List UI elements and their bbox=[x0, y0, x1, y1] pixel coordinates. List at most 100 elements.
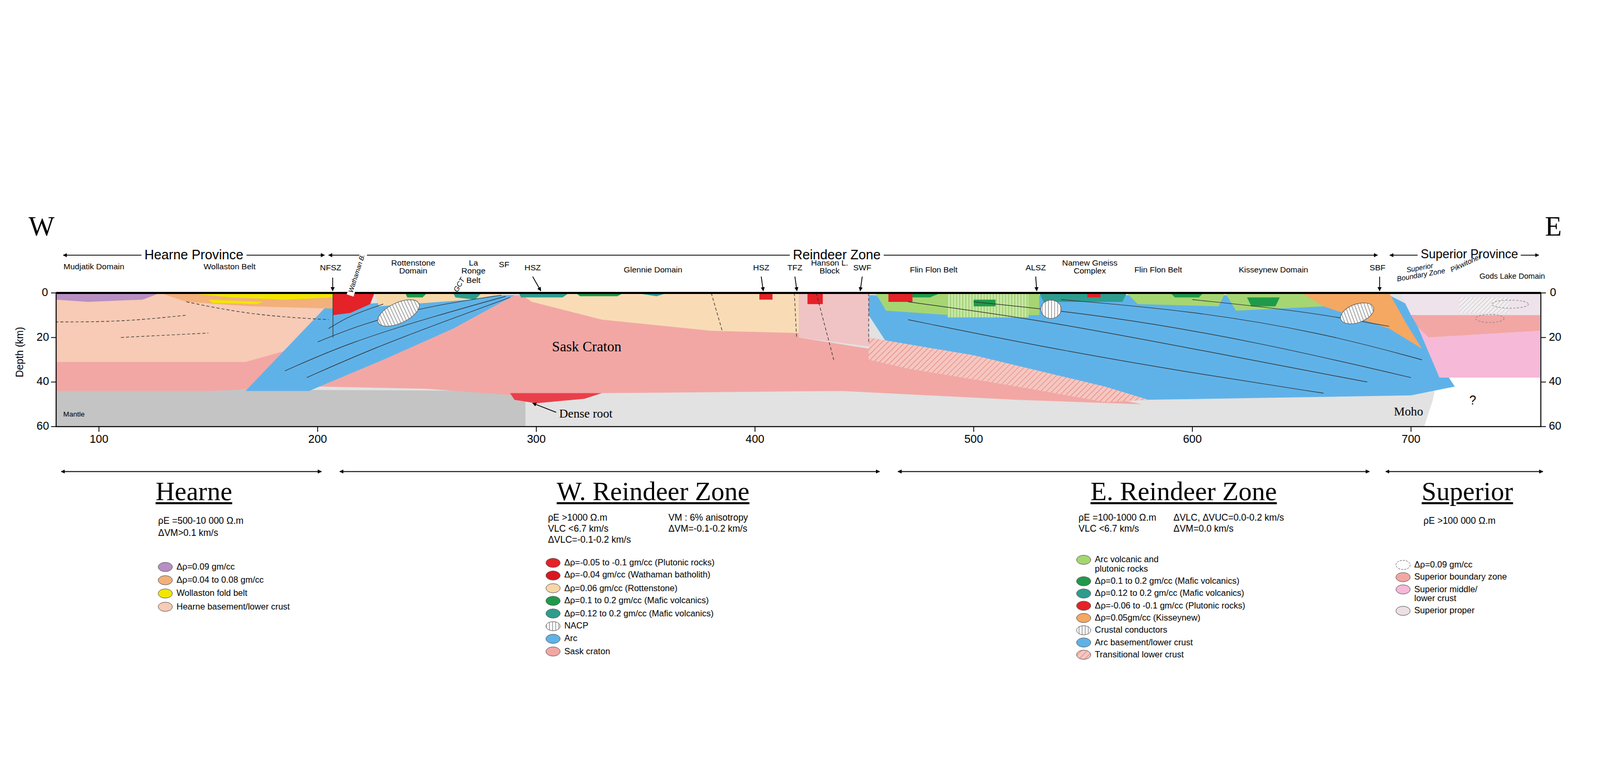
thrust-line bbox=[908, 319, 1324, 394]
legend-text: Superior boundary zone bbox=[1414, 572, 1507, 582]
legend-text: Sask craton bbox=[564, 646, 610, 656]
legend-swatch bbox=[158, 602, 173, 611]
map-label: ΔVM>0.1 km/s bbox=[158, 528, 219, 538]
map-label: VM : 6% anisotropy bbox=[668, 513, 748, 523]
legend-swatch bbox=[1395, 572, 1411, 582]
map-label: TFZ bbox=[787, 264, 803, 273]
map-label: Wollaston Belt bbox=[203, 263, 256, 272]
map-label: Namew Gneiss Complex bbox=[1061, 259, 1119, 277]
legend-text: Δρ=-0.04 gm/cc (Wathaman batholith) bbox=[564, 571, 711, 580]
legend-text: Δρ=0.12 to 0.2 gm/cc (Mafic volcanics) bbox=[564, 608, 714, 618]
legend-text: Δρ=0.1 to 0.2 gm/cc (Mafic volcanics) bbox=[564, 596, 709, 606]
legend-swatch bbox=[545, 558, 560, 568]
map-label: VLC <6.7 km/s bbox=[547, 524, 609, 535]
map-label: 40 bbox=[36, 375, 50, 388]
thrust-line bbox=[908, 301, 1368, 383]
map-label: Wathaman B. bbox=[346, 250, 368, 297]
map-label: 60 bbox=[1548, 420, 1562, 433]
map-label: ρE >100 000 Ω.m bbox=[1423, 516, 1496, 526]
legend-text: Crustal conductors bbox=[1094, 625, 1168, 635]
rock-unit bbox=[518, 292, 799, 333]
pointer-arrow bbox=[795, 276, 798, 291]
map-label: Dense root bbox=[558, 406, 613, 420]
legend-swatch bbox=[545, 583, 560, 593]
thrust-line bbox=[332, 292, 334, 338]
map-label: Flin Flon Belt bbox=[909, 266, 958, 275]
map-label: 60 bbox=[36, 420, 50, 433]
map-label: E. Reindeer Zone bbox=[1090, 477, 1277, 506]
legend-swatch bbox=[1076, 613, 1091, 623]
axis-tick bbox=[98, 426, 100, 432]
map-label: SWF bbox=[853, 264, 872, 273]
legend-swatch bbox=[1076, 600, 1091, 610]
fault-line bbox=[868, 292, 870, 342]
legend-text: Δρ=0.04 to 0.08 gm/cc bbox=[176, 575, 264, 585]
legend-text: Arc basement/lower crust bbox=[1094, 637, 1193, 647]
legend-swatch bbox=[545, 621, 560, 631]
conductor bbox=[1041, 300, 1062, 319]
legend-swatch bbox=[545, 634, 560, 644]
map-label: Hearne bbox=[155, 477, 233, 506]
rock-unit bbox=[1247, 297, 1280, 307]
map-label: La Ronge Belt bbox=[455, 259, 491, 285]
rock-unit bbox=[1459, 297, 1510, 313]
axis-tick bbox=[51, 425, 57, 427]
pointer-arrow bbox=[761, 276, 764, 291]
span-arrow bbox=[339, 471, 880, 473]
map-label: Rottenstone Domain bbox=[389, 259, 437, 277]
rock-unit bbox=[1400, 292, 1541, 315]
map-label: Moho bbox=[1393, 404, 1424, 418]
legend-text: Arc volcanic and plutonic rocks bbox=[1094, 555, 1177, 574]
rock-unit bbox=[332, 292, 375, 315]
pointer-arrow bbox=[532, 403, 557, 413]
pointer-arrow bbox=[332, 277, 334, 291]
axis-tick bbox=[1540, 292, 1546, 294]
legend-text: Δρ=0.12 to 0.2 gm/cc (Mafic volcanics) bbox=[1094, 588, 1245, 598]
rock-unit bbox=[888, 292, 913, 302]
map-label: ALSZ bbox=[1025, 264, 1046, 273]
legend-swatch bbox=[1076, 625, 1091, 635]
map-label: HSZ bbox=[752, 264, 770, 273]
map-label: VLC <6.7 km/s bbox=[1078, 524, 1139, 535]
map-label: HSZ bbox=[524, 264, 542, 273]
fault-line bbox=[186, 301, 329, 320]
map-label: Kisseynew Domain bbox=[1238, 266, 1309, 275]
legend-swatch bbox=[545, 608, 560, 618]
fault-line bbox=[711, 292, 723, 331]
rock-unit bbox=[798, 292, 869, 347]
map-label: GCT bbox=[452, 276, 467, 293]
map-label: Glennie Domain bbox=[623, 266, 682, 275]
surface-line bbox=[56, 291, 1542, 294]
rock-unit bbox=[56, 292, 1541, 427]
legend-swatch bbox=[158, 562, 173, 572]
pointer-arrow bbox=[532, 276, 542, 291]
fault-line bbox=[120, 332, 209, 338]
rock-unit bbox=[1417, 326, 1541, 378]
rock-units bbox=[56, 292, 1541, 427]
legend-swatch bbox=[545, 646, 560, 656]
legend-text: NACP bbox=[564, 621, 589, 631]
map-label: Depth (km) bbox=[15, 327, 26, 378]
rock-unit bbox=[160, 292, 334, 309]
map-label: 600 bbox=[1183, 433, 1202, 446]
map-label: ρE >1000 Ω.m bbox=[547, 513, 608, 523]
pointer-arrow bbox=[1035, 276, 1037, 291]
map-label: 20 bbox=[36, 331, 50, 343]
conductor bbox=[1337, 298, 1377, 328]
rock-unit bbox=[245, 294, 515, 391]
legend-text: Δρ=0.06 gm/cc (Rottenstone) bbox=[564, 583, 678, 593]
rock-unit bbox=[947, 292, 1029, 318]
rock-unit bbox=[868, 337, 1149, 403]
legend-swatch bbox=[1395, 606, 1411, 616]
axis-tick bbox=[1540, 381, 1546, 383]
map-label: W. Reindeer Zone bbox=[556, 477, 750, 506]
map-label: SBF bbox=[1369, 264, 1386, 273]
legend-swatch bbox=[1076, 555, 1091, 565]
axis-tick bbox=[51, 292, 57, 294]
legend-swatch bbox=[1076, 649, 1091, 659]
axis-tick bbox=[754, 426, 756, 432]
legend-swatch bbox=[1395, 559, 1411, 569]
legend-text: Hearne basement/lower crust bbox=[176, 602, 290, 611]
map-label: NFSZ bbox=[320, 264, 342, 273]
legend-swatch bbox=[1076, 588, 1091, 598]
